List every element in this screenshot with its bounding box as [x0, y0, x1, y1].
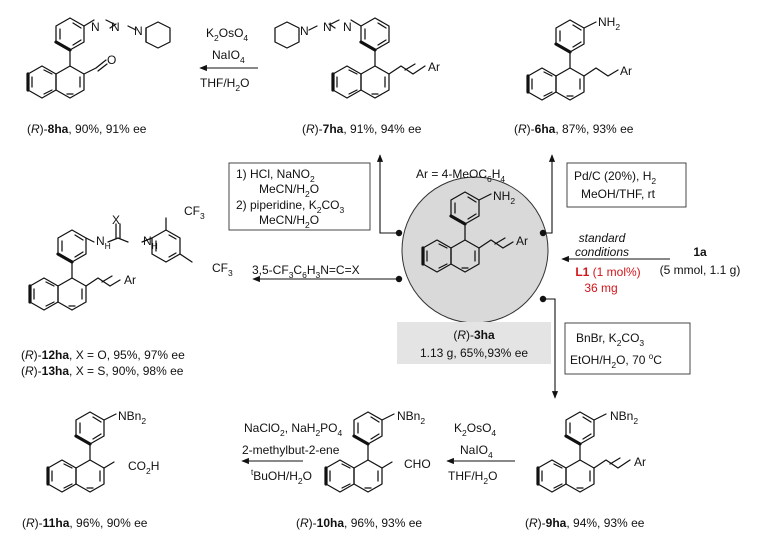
- arrow-to-6ha: [543, 154, 556, 234]
- atom-label: N: [134, 24, 143, 38]
- caption-7ha: (R)-7ha, 91%, 94% ee: [302, 122, 422, 136]
- atom-label: X: [112, 213, 120, 227]
- svg-text:3,5-CF3C6H3N=C=X: 3,5-CF3C6H3N=C=X: [252, 263, 360, 280]
- atom-label: NH2: [493, 189, 515, 206]
- standard-conditions: standard conditions 1a (5 mmol, 1.1 g) L…: [561, 231, 741, 295]
- reagent-1a: 1a: [693, 245, 707, 259]
- svg-text:K2OsO4: K2OsO4: [206, 26, 248, 43]
- atom-label: N: [111, 20, 120, 34]
- conditions-10ha: K2OsO4 NaIO4 THF/H2O: [448, 421, 497, 486]
- center-label-box: [397, 322, 551, 364]
- structure-10ha: [324, 411, 395, 493]
- conditions-label: conditions: [575, 245, 629, 259]
- svg-text:MeOH/THF, rt: MeOH/THF, rt: [581, 187, 656, 201]
- atom-label: Ar: [634, 455, 646, 469]
- atom-label: Ar: [428, 60, 440, 74]
- atom-label: CO2H: [128, 459, 159, 476]
- structure-3ha: [421, 191, 514, 273]
- arrow-to-9ha: [543, 298, 559, 399]
- svg-text:1) HCl, NaNO2: 1) HCl, NaNO2: [236, 167, 315, 184]
- svg-text:NaIO4: NaIO4: [212, 48, 245, 65]
- atom-label: NH: [143, 234, 158, 251]
- structure-7ha: [274, 17, 426, 99]
- center-compound-name: (R)-3ha: [453, 328, 495, 342]
- center-yield: 1.13 g, 65%,93% ee: [420, 346, 528, 360]
- svg-text:THF/H2O: THF/H2O: [200, 76, 249, 93]
- svg-text:K2OsO4: K2OsO4: [454, 421, 496, 438]
- structure-6ha: [526, 19, 619, 101]
- svg-text:2-methylbut-2-ene: 2-methylbut-2-ene: [242, 443, 340, 457]
- svg-text:NaClO2, NaH2PO4: NaClO2, NaH2PO4: [244, 421, 343, 438]
- caption-8ha: (R)-8ha, 90%, 91% ee: [27, 122, 147, 136]
- conditions-12ha: 3,5-CF3C6H3N=C=X: [252, 263, 360, 280]
- conditions-9ha-box: BnBr, K2CO3 EtOH/H2O, 70 oC: [564, 322, 691, 375]
- atom-label: N: [343, 20, 352, 34]
- svg-text:BnBr, K2CO3: BnBr, K2CO3: [576, 331, 644, 348]
- structure-9ha: [536, 411, 631, 493]
- atom-label: N: [323, 20, 332, 34]
- svg-text:tBuOH/H2O: tBuOH/H2O: [251, 468, 312, 486]
- conditions-11ha: NaClO2, NaH2PO4 2-methylbut-2-ene tBuOH/…: [242, 421, 343, 486]
- conditions-7ha-box: 1) HCl, NaNO2 MeCN/H2O 2) piperidine, K2…: [228, 162, 371, 231]
- structure-11ha: [46, 411, 117, 493]
- atom-label: N: [300, 24, 309, 38]
- caption-13ha: (R)-13ha, X = S, 90%, 98% ee: [21, 364, 184, 378]
- structure-12ha: [28, 217, 193, 311]
- conditions-8ha: K2OsO4 NaIO4 THF/H2O: [200, 26, 249, 93]
- catalyst-mass: 36 mg: [584, 281, 617, 295]
- standard-label: standard: [579, 231, 626, 245]
- atom-label: NBn2: [118, 409, 146, 426]
- catalyst-loading: L1 (1 mol%): [575, 265, 640, 279]
- svg-text:EtOH/H2O, 70 oC: EtOH/H2O, 70 oC: [570, 352, 662, 370]
- caption-11ha: (R)-11ha, 96%, 90% ee: [22, 516, 148, 530]
- center-compound-group: NH2 Ar (R)-3ha 1.13 g, 65%,93% ee: [395, 176, 551, 364]
- atom-label: O: [107, 53, 116, 67]
- reagent-scale: (5 mmol, 1.1 g): [660, 263, 741, 277]
- atom-label: NH2: [598, 15, 620, 32]
- arrow-to-7ha: [376, 154, 399, 234]
- svg-text:NaIO4: NaIO4: [460, 443, 493, 460]
- atom-label: N: [91, 20, 100, 34]
- conditions-6ha-box: Pd/C (20%), H2 MeOH/THF, rt: [566, 162, 687, 208]
- caption-12ha: (R)-12ha, X = O, 95%, 97% ee: [21, 348, 185, 362]
- atom-label: Ar: [620, 64, 632, 78]
- ar-definition: Ar = 4-MeOC6H4: [416, 167, 505, 184]
- caption-9ha: (R)-9ha, 94%, 93% ee: [525, 516, 645, 530]
- svg-text:MeCN/H2O: MeCN/H2O: [259, 182, 319, 199]
- atom-label: Ar: [124, 273, 136, 287]
- atom-label: Ar: [516, 234, 528, 248]
- structure-8ha: [26, 17, 171, 99]
- atom-label: NBn2: [397, 409, 425, 426]
- atom-label: NH: [96, 234, 111, 251]
- svg-text:2) piperidine, K2CO3: 2) piperidine, K2CO3: [236, 198, 344, 215]
- atom-label: NBn2: [610, 409, 638, 426]
- caption-10ha: (R)-10ha, 96%, 93% ee: [296, 516, 422, 530]
- caption-6ha: (R)-6ha, 87%, 93% ee: [514, 122, 634, 136]
- svg-text:MeCN/H2O: MeCN/H2O: [259, 213, 319, 230]
- atom-label: CF3: [184, 204, 205, 221]
- svg-text:Pd/C (20%), H2: Pd/C (20%), H2: [574, 169, 656, 186]
- atom-label: CHO: [404, 457, 431, 471]
- atom-label: CF3: [212, 261, 233, 278]
- svg-text:THF/H2O: THF/H2O: [448, 469, 497, 486]
